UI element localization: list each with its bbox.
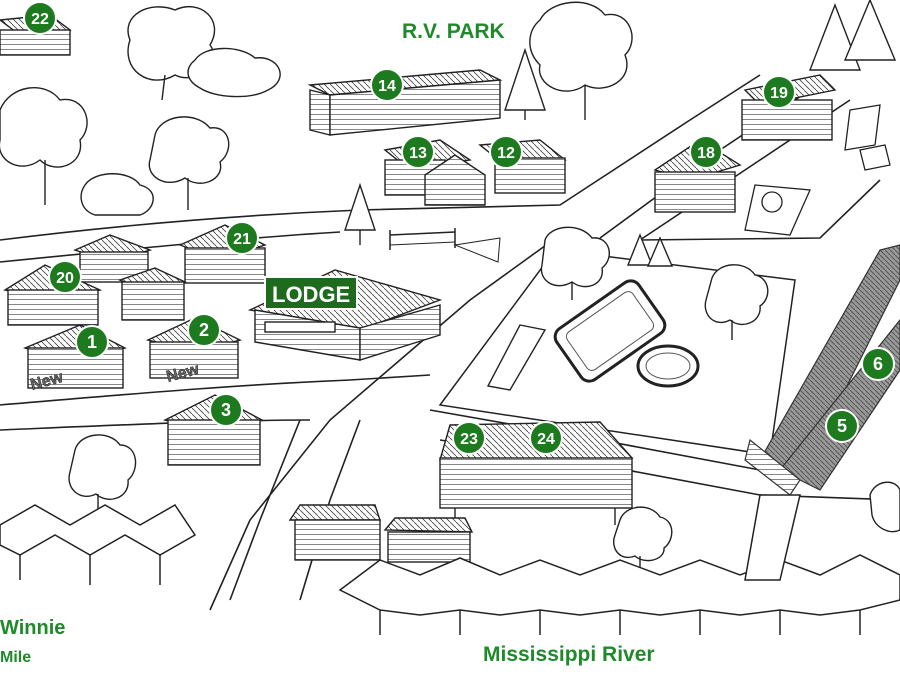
cabin-cluster [73, 234, 187, 321]
boat-ramp [744, 494, 801, 581]
fire-pit [761, 191, 783, 213]
cabin-marker-20[interactable]: 20 [48, 260, 82, 294]
shuffleboard-court [486, 324, 547, 391]
tree [187, 47, 281, 98]
center-road-right [299, 419, 361, 601]
cabin-3 [163, 394, 264, 466]
cabin-marker-6[interactable]: 6 [861, 347, 895, 381]
marker-circle[interactable] [825, 409, 859, 443]
center-road-left [229, 419, 301, 601]
lower-road-bottom [0, 419, 311, 431]
cabin-marker-23[interactable]: 23 [452, 421, 486, 455]
marker-circle[interactable] [187, 313, 221, 347]
volleyball-net [389, 231, 456, 236]
marker-number: 20 [56, 270, 74, 287]
kiddie-pool-inner [645, 352, 691, 380]
building-14 [307, 69, 503, 136]
dock-right [338, 554, 900, 635]
tree [613, 506, 673, 575]
tree [68, 434, 137, 515]
swing-set [844, 104, 881, 151]
cabin-marker-14[interactable]: 14 [370, 68, 404, 102]
rv-park-label: R.V. PARK [402, 20, 505, 43]
tree [869, 481, 900, 533]
pine-tree [344, 182, 376, 245]
marker-number: 2 [199, 320, 209, 340]
kiddie-pool [636, 344, 700, 388]
shed-lower-right [383, 517, 474, 563]
marker-circle[interactable] [762, 75, 796, 109]
marker-number: 22 [31, 11, 49, 28]
cabin-marker-21[interactable]: 21 [225, 221, 259, 255]
tree [148, 116, 230, 210]
river-label: Mississippi River [483, 643, 655, 666]
marker-number: 14 [378, 78, 396, 95]
lodge-label-text: LODGE [272, 282, 350, 307]
cabin-marker-12[interactable]: 12 [489, 135, 523, 169]
marker-circle[interactable] [209, 393, 243, 427]
marker-circle[interactable] [452, 421, 486, 455]
swimming-pool [553, 279, 667, 383]
marker-number: 19 [770, 85, 788, 102]
boat-docks [0, 494, 900, 635]
cabin-marker-1[interactable]: 1 [75, 325, 109, 359]
marker-number: 12 [497, 145, 515, 162]
marker-number: 3 [221, 400, 231, 420]
new-badge-2: New [165, 361, 202, 386]
marker-number: 18 [697, 145, 715, 162]
marker-circle[interactable] [861, 347, 895, 381]
tree [0, 86, 88, 205]
marker-number: 13 [409, 145, 427, 162]
pine-tree [808, 0, 897, 71]
marker-number: 1 [87, 332, 97, 352]
pool-inner [565, 291, 655, 371]
playground [744, 104, 891, 236]
marker-circle[interactable] [401, 135, 435, 169]
marker-circle[interactable] [689, 135, 723, 169]
lower-road-top [0, 374, 431, 406]
shed-lower-left [288, 504, 381, 561]
pine-tree [504, 47, 546, 120]
marker-number: 23 [460, 431, 478, 448]
tree [540, 226, 610, 300]
marker-number: 24 [537, 431, 555, 448]
marker-circle[interactable] [370, 68, 404, 102]
tennis-court [453, 237, 501, 263]
marker-circle[interactable] [23, 1, 57, 35]
gazebo [859, 144, 891, 171]
dock-left [0, 504, 197, 585]
trees [0, 0, 900, 575]
tree [704, 264, 769, 340]
mile-label: Mile [0, 649, 31, 666]
marker-number: 6 [873, 354, 883, 374]
cabin-13 [383, 139, 486, 206]
driveway-right [639, 179, 881, 241]
marker-circle[interactable] [48, 260, 82, 294]
marker-number: 5 [837, 416, 847, 436]
tree [529, 1, 633, 120]
fenced-area [744, 184, 811, 236]
marker-number: 21 [233, 231, 251, 248]
net-line [389, 241, 456, 246]
pine-tree [626, 233, 674, 267]
diagonal-road-left [209, 234, 561, 611]
marker-circle[interactable] [529, 421, 563, 455]
cabin-marker-19[interactable]: 19 [762, 75, 796, 109]
marker-circle[interactable] [225, 221, 259, 255]
marker-circle[interactable] [489, 135, 523, 169]
tree [80, 173, 154, 216]
winnie-label: Winnie [0, 617, 65, 639]
cabin-marker-13[interactable]: 13 [401, 135, 435, 169]
cabin-marker-5[interactable]: 5 [825, 409, 859, 443]
upper-road-edge-bottom [0, 231, 341, 263]
cabin-marker-24[interactable]: 24 [529, 421, 563, 455]
cabin-marker-18[interactable]: 18 [689, 135, 723, 169]
marker-circle[interactable] [75, 325, 109, 359]
cabin-marker-3[interactable]: 3 [209, 393, 243, 427]
cabin-marker-22[interactable]: 22 [23, 1, 57, 35]
cabin-marker-2[interactable]: 2 [187, 313, 221, 347]
lodge-label: LODGE [264, 276, 358, 310]
